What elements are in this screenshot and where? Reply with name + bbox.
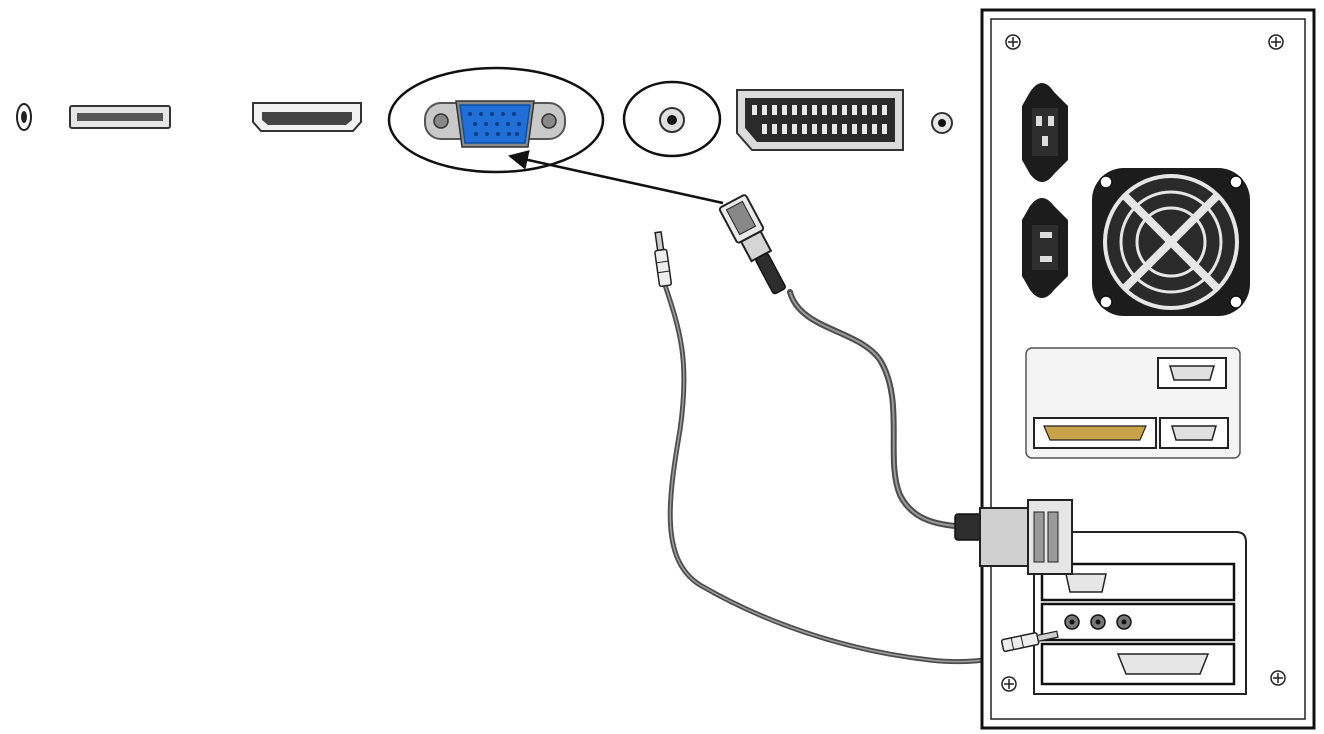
audio-jack-icon: [16, 103, 32, 131]
audio-plug-icon: [654, 231, 673, 288]
serial-port-icon: [1157, 357, 1227, 389]
screw-icon: [1001, 676, 1017, 692]
audio-jack-icon: [659, 107, 685, 133]
audio-cable-icon: [661, 279, 1015, 665]
io-panel: [1025, 347, 1241, 459]
vga-highlight-circle: [387, 66, 605, 174]
vga-plug-pc-icon: [954, 499, 1073, 575]
graphics-card-icon: [1040, 562, 1236, 602]
fan-grille-icon: [1092, 168, 1250, 316]
hdmi-port-icon: [252, 102, 362, 132]
screw-icon: [1268, 34, 1284, 50]
usb-port-icon: [69, 105, 171, 129]
scart-port-icon: [736, 89, 904, 151]
vga-port-icon: [424, 100, 566, 148]
screw-icon: [1270, 670, 1286, 686]
audio-highlight-circle: [622, 80, 722, 158]
parallel-port-icon: [1033, 417, 1157, 449]
power-socket-icon: [1022, 83, 1068, 182]
vga-connector-icon: [718, 194, 786, 295]
arrow-to-vga-port: [508, 150, 724, 205]
expansion-slots: [1033, 531, 1247, 695]
audio-plug-pc-icon: [1000, 630, 1059, 653]
sound-card-icon: [1040, 602, 1236, 642]
vga-cable-icon: [787, 289, 978, 531]
serial-port-icon: [1159, 417, 1229, 449]
pc-tower: [980, 8, 1316, 730]
screw-icon: [1005, 34, 1021, 50]
audio-jack-icon: [931, 112, 953, 134]
expansion-card-icon: [1040, 642, 1236, 686]
power-socket-icon: [1022, 198, 1068, 298]
